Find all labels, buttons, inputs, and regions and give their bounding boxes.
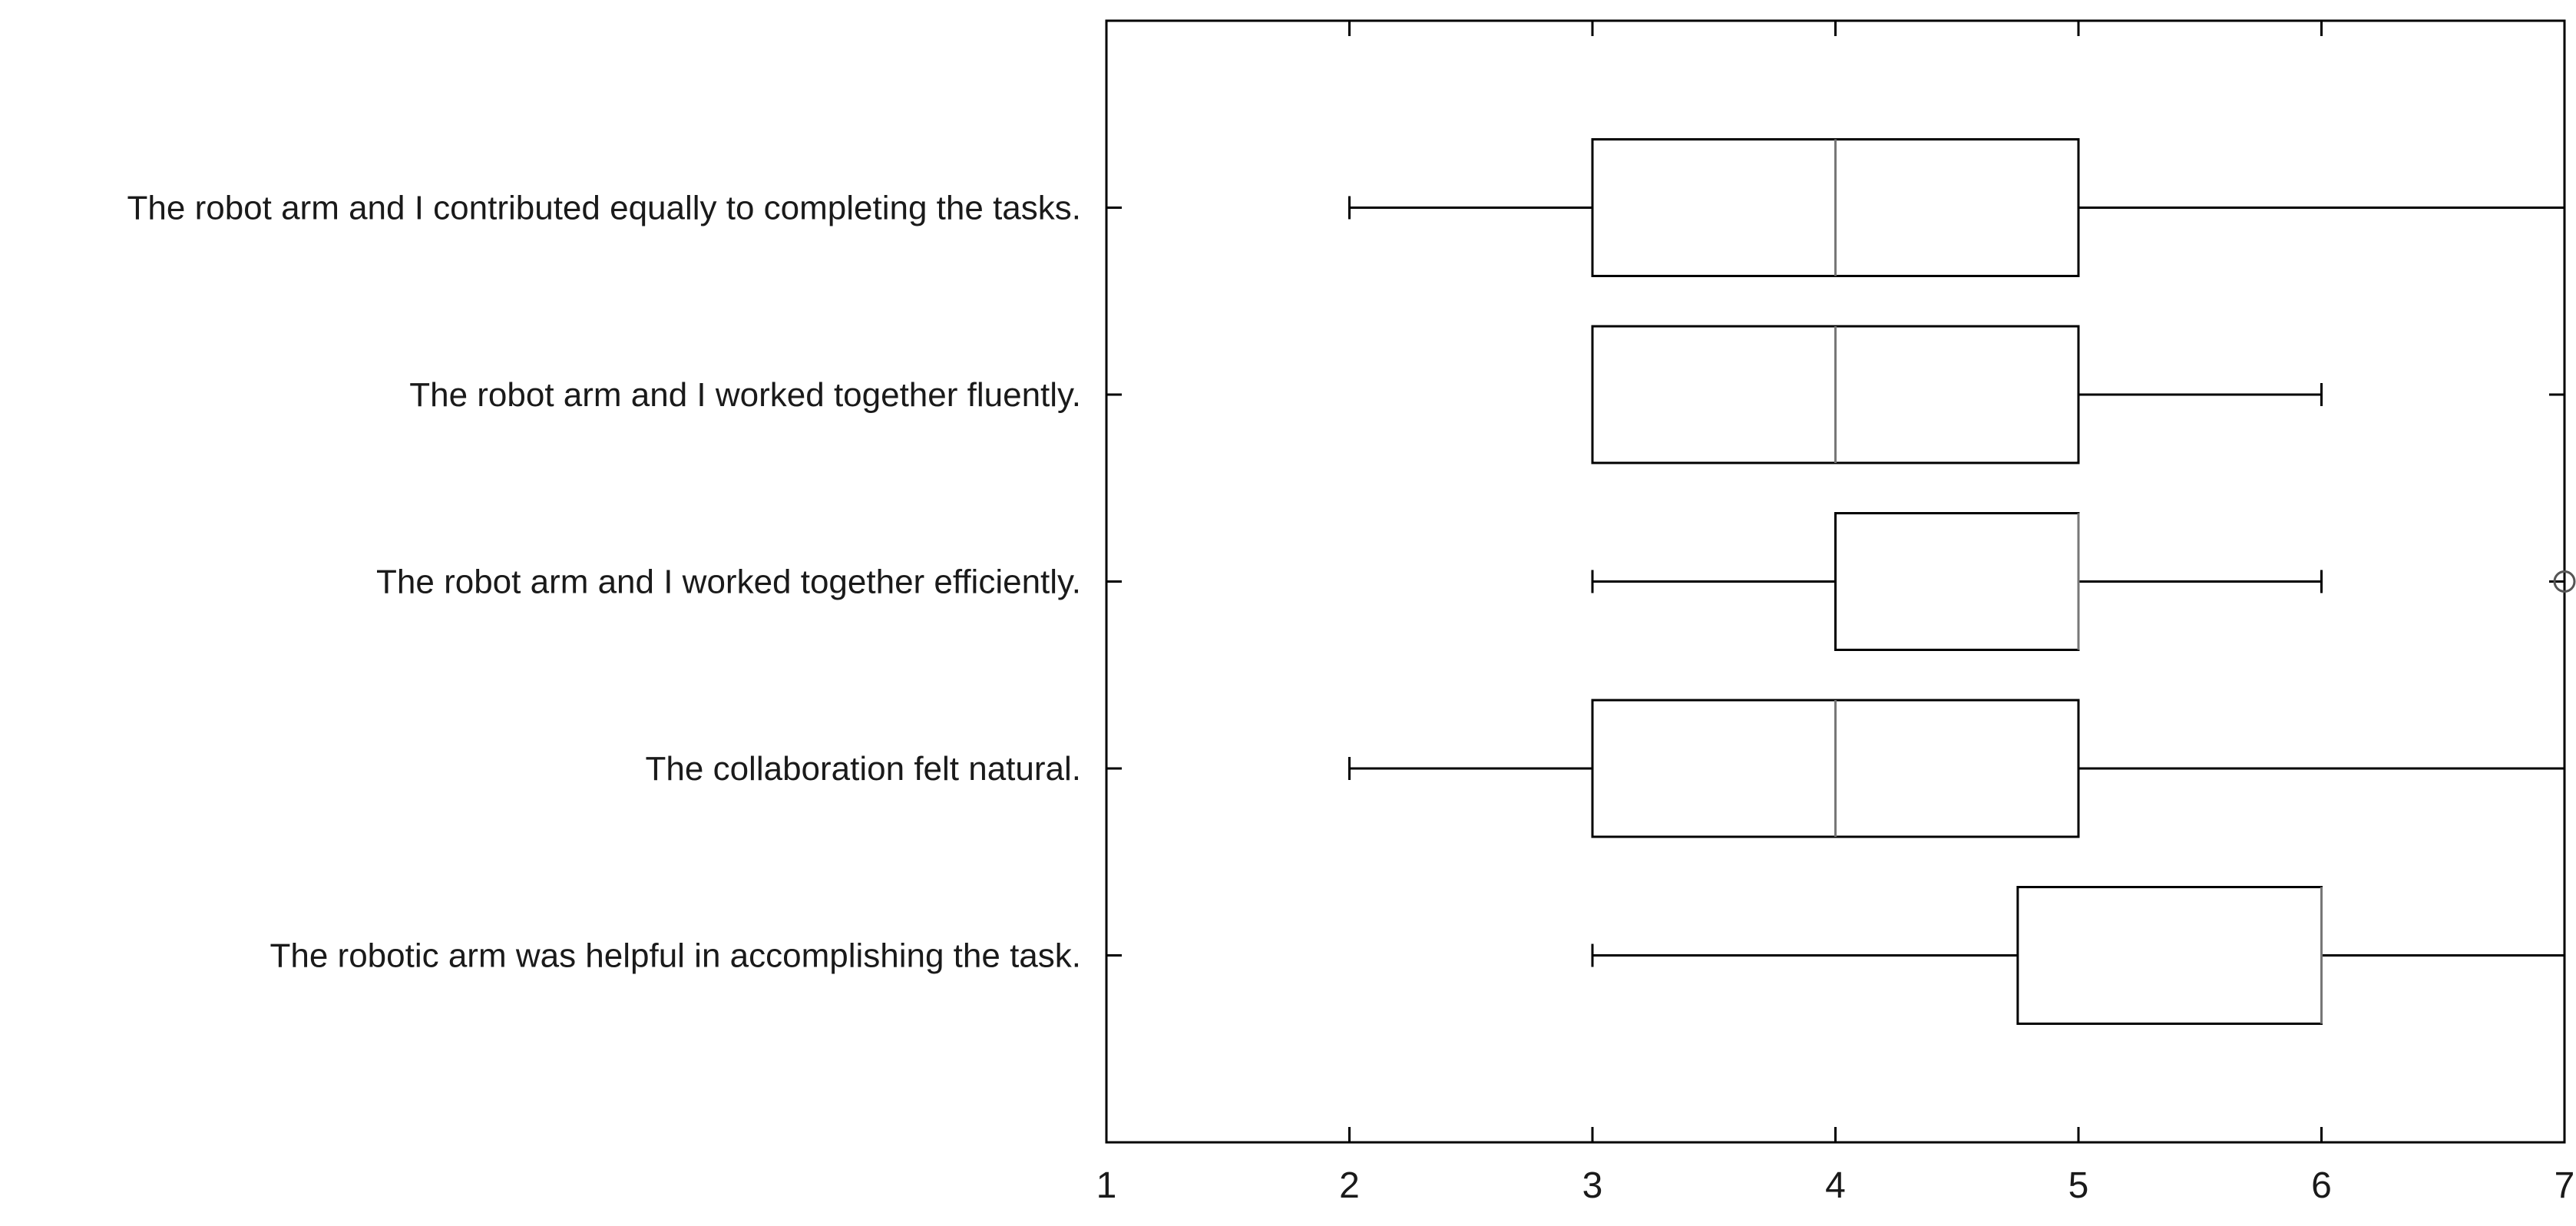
x-tick-label: 2 xyxy=(1339,1165,1360,1206)
box xyxy=(2016,886,2323,1025)
x-tick-label: 7 xyxy=(2555,1165,2575,1206)
y-category-label: The robot arm and I worked together effi… xyxy=(376,563,1081,601)
x-tick-label: 5 xyxy=(2068,1165,2089,1206)
box xyxy=(1834,512,2080,651)
x-tick-label: 1 xyxy=(1096,1165,1117,1206)
x-tick-label: 6 xyxy=(2311,1165,2332,1206)
y-category-label: The robot arm and I worked together flue… xyxy=(409,376,1081,414)
x-tick-label: 4 xyxy=(1825,1165,1846,1206)
y-category-label: The collaboration felt natural. xyxy=(646,750,1081,788)
outlier-marker xyxy=(2553,570,2576,593)
y-category-label: The robot arm and I contributed equally … xyxy=(127,190,1081,227)
x-tick-label: 3 xyxy=(1582,1165,1603,1206)
y-category-label: The robotic arm was helpful in accomplis… xyxy=(270,937,1082,975)
